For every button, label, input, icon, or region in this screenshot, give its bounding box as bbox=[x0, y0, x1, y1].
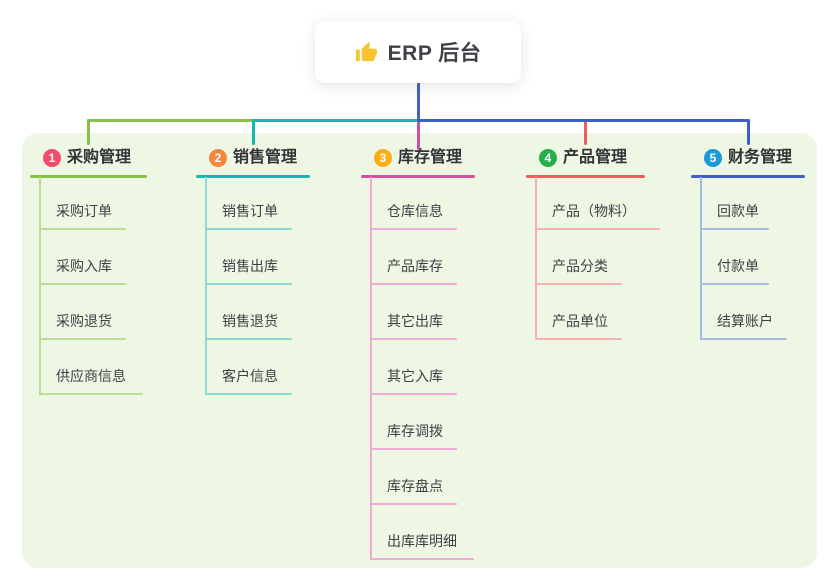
node-underline bbox=[700, 283, 769, 285]
node-purchase-inbound[interactable]: 采购入库 bbox=[56, 258, 112, 274]
branch-topic-inventory[interactable]: 库存管理 bbox=[398, 149, 463, 166]
node-underline bbox=[205, 393, 292, 395]
children-spine bbox=[39, 177, 41, 395]
node-underline bbox=[39, 283, 126, 285]
topic-underline bbox=[196, 175, 310, 178]
branch-number-badge: 1 bbox=[43, 149, 61, 167]
node-product-material[interactable]: 产品（物料） bbox=[552, 203, 636, 219]
branch-number-badge: 5 bbox=[704, 149, 722, 167]
topic-underline bbox=[691, 175, 805, 178]
node-underline bbox=[39, 338, 126, 340]
node-purchase-order[interactable]: 采购订单 bbox=[56, 203, 112, 219]
root-connector-line bbox=[417, 82, 420, 120]
node-underline bbox=[205, 338, 292, 340]
children-spine bbox=[535, 177, 537, 340]
branch-topic-sales[interactable]: 销售管理 bbox=[233, 149, 298, 166]
node-product-unit[interactable]: 产品单位 bbox=[552, 313, 608, 329]
node-sales-order[interactable]: 销售订单 bbox=[222, 203, 278, 219]
root-node-erp[interactable]: ERP 后台 bbox=[315, 21, 521, 83]
node-underline bbox=[370, 338, 457, 340]
node-sales-outbound[interactable]: 销售出库 bbox=[222, 258, 278, 274]
node-underline bbox=[39, 393, 143, 395]
node-other-outbound[interactable]: 其它出库 bbox=[387, 313, 443, 329]
node-underline bbox=[535, 283, 622, 285]
connector-drop-product bbox=[584, 119, 587, 145]
node-warehouse-info[interactable]: 仓库信息 bbox=[387, 203, 443, 219]
branch-topic-product[interactable]: 产品管理 bbox=[563, 149, 628, 166]
node-underline bbox=[205, 283, 292, 285]
node-stock-check[interactable]: 库存盘点 bbox=[387, 478, 443, 494]
branch-number-badge: 4 bbox=[539, 149, 557, 167]
connector-drop-purchase bbox=[87, 119, 90, 145]
node-underline bbox=[370, 503, 457, 505]
node-underline bbox=[535, 228, 660, 230]
node-supplier-info[interactable]: 供应商信息 bbox=[56, 368, 126, 384]
branch-topic-finance[interactable]: 财务管理 bbox=[728, 149, 793, 166]
node-customer-info[interactable]: 客户信息 bbox=[222, 368, 278, 384]
node-product-category[interactable]: 产品分类 bbox=[552, 258, 608, 274]
node-outbound-detail[interactable]: 出库库明细 bbox=[387, 533, 457, 549]
node-underline bbox=[700, 228, 769, 230]
topic-underline bbox=[526, 175, 645, 178]
connector-drop-sales bbox=[252, 119, 255, 145]
node-underline bbox=[370, 393, 457, 395]
thumbs-up-icon bbox=[355, 41, 377, 61]
node-underline bbox=[370, 228, 457, 230]
node-product-stock[interactable]: 产品库存 bbox=[387, 258, 443, 274]
branches-panel bbox=[22, 133, 817, 568]
children-spine bbox=[370, 177, 372, 560]
connector-drop-inventory bbox=[417, 119, 420, 150]
topic-underline bbox=[361, 175, 475, 178]
branch-number-badge: 2 bbox=[209, 149, 227, 167]
node-underline bbox=[370, 283, 457, 285]
node-receipt-order[interactable]: 回款单 bbox=[717, 203, 759, 219]
node-underline bbox=[205, 228, 292, 230]
branch-topic-purchase[interactable]: 采购管理 bbox=[67, 149, 132, 166]
node-sales-return[interactable]: 销售退货 bbox=[222, 313, 278, 329]
children-spine bbox=[205, 177, 207, 395]
children-spine bbox=[700, 177, 702, 340]
node-other-inbound[interactable]: 其它入库 bbox=[387, 368, 443, 384]
node-stock-transfer[interactable]: 库存调拨 bbox=[387, 423, 443, 439]
connector-horizontal-finance bbox=[417, 119, 750, 122]
connector-horizontal-sales bbox=[252, 119, 420, 122]
topic-underline bbox=[30, 175, 147, 178]
node-underline bbox=[700, 338, 787, 340]
branch-number-badge: 3 bbox=[374, 149, 392, 167]
root-node-label: ERP 后台 bbox=[387, 42, 482, 65]
node-underline bbox=[370, 448, 457, 450]
node-purchase-return[interactable]: 采购退货 bbox=[56, 313, 112, 329]
node-payment-order[interactable]: 付款单 bbox=[717, 258, 759, 274]
node-underline bbox=[535, 338, 622, 340]
node-settlement-account[interactable]: 结算账户 bbox=[717, 313, 773, 329]
connector-drop-finance bbox=[747, 119, 750, 145]
node-underline bbox=[39, 228, 126, 230]
node-underline bbox=[370, 558, 474, 560]
